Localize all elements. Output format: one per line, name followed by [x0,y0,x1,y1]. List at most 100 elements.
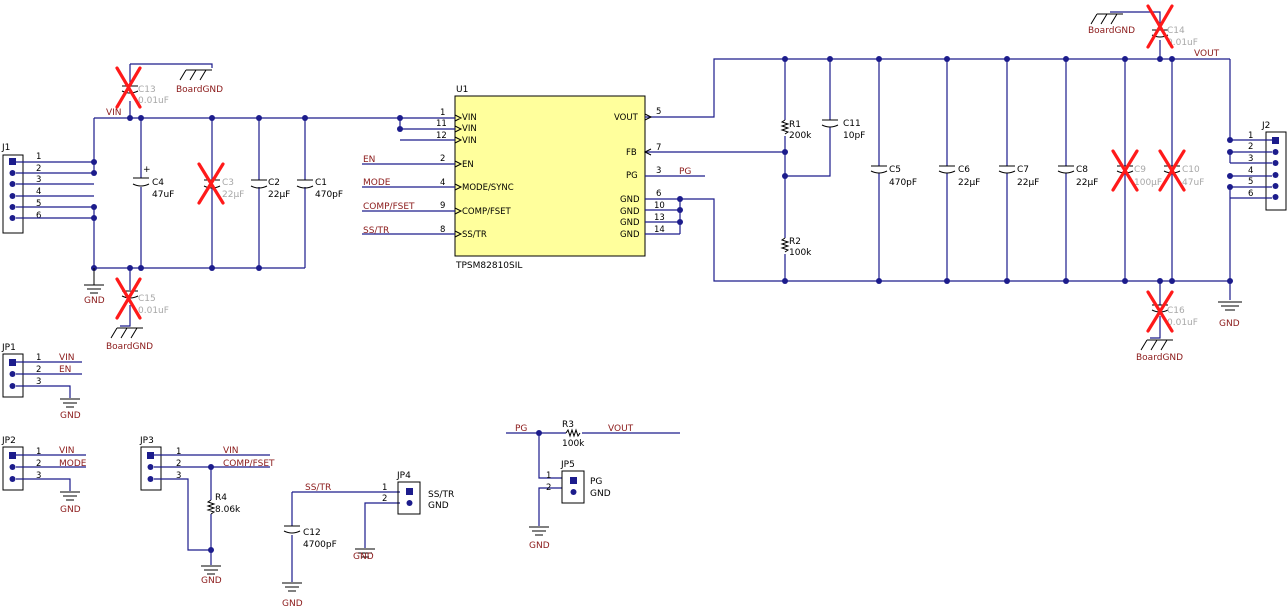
jp5-label-2: GND [590,489,611,499]
j2-pin-num: 1 [1248,131,1253,141]
c5-value: 470pF [889,178,917,188]
r3-ref: R3 [562,420,574,430]
jp1-pin-marker [9,371,16,377]
u1-pin-name: VIN [462,124,477,134]
c1-value: 470pF [315,190,343,200]
c10-value: 47uF [1182,178,1204,188]
gnd-label: GND [84,296,105,306]
net-en: EN [59,365,71,375]
junction [397,126,403,132]
jp2-pin1-square [9,452,16,459]
j2-pin-num: 6 [1248,189,1253,199]
junction [782,278,788,284]
connector-j1: J1 1 2 3 4 5 6 [1,143,94,234]
c1-ref: C1 [315,178,327,188]
net-mode: MODE [59,459,87,469]
j1-pin-num: 2 [36,164,41,174]
r2-ref: R2 [789,237,801,247]
junction [944,56,950,62]
jp5-label-1: PG [590,477,602,487]
j2-pin-num: 5 [1248,177,1253,187]
jumper-jp3: JP3 1 2 3 VIN COMP/FSET R4 8.06k GND [139,436,275,586]
gnd-label: GND [60,411,81,421]
r3-zigzag [565,428,581,438]
u1-ref: U1 [456,85,468,95]
c4-polarity: + [143,165,151,175]
junction [91,204,97,210]
u1-pin-name: MODE/SYNC [462,183,514,193]
junction [782,149,788,155]
j1-wires [16,161,94,219]
junction [397,115,403,121]
j2-pin-marker [1272,183,1279,189]
junction [256,265,262,271]
resistor-r1: R1 200k [780,59,812,176]
u1-pin-name: FB [626,148,637,158]
j1-body [2,154,24,234]
boardgnd-label: BoardGND [1088,26,1135,36]
u1-pin-num: 6 [656,189,661,199]
u1-pin-num: 7 [656,143,661,153]
u1-pin-num: 11 [436,119,447,129]
jumper-jp5: JP5 PG GND [560,460,611,504]
junction [209,115,215,121]
c12-ref: C12 [303,528,321,538]
u1-part: TPSM82810SIL [455,261,522,271]
capacitor-c13: C13 0.01uF BoardGND [115,63,223,118]
j2-pin-marker [1272,160,1279,166]
capacitor-c15: C15 0.01uF BoardGND [106,268,169,352]
junction [209,265,215,271]
j1-pin-num: 4 [36,187,41,197]
u1-pin-name: VIN [462,113,477,123]
capacitor-c14: C14 0.01uF BoardGND [1088,4,1198,59]
c13-value: 0.01uF [138,96,169,106]
gnd-label: GND [1219,319,1240,329]
j1-pin-num: 6 [36,211,41,221]
jp5-body [561,470,585,504]
jp3-pin1-square [147,452,154,459]
c16-ref: C16 [1167,306,1185,316]
net-comp: COMP/FSET [223,459,275,469]
junction [1122,56,1128,62]
jp4-label-2: GND [428,501,449,511]
r1-value: 200k [789,131,812,141]
dnp-x-mark [1111,149,1139,192]
net-vout-right: VOUT [1194,49,1220,59]
net-vin-left: VIN [106,108,122,118]
u1-pin-name: GND [620,195,640,205]
jp4-pin-num: 1 [382,483,387,493]
j1-pin-num: 1 [36,152,41,162]
net-vin: VIN [59,353,75,363]
u1-pin-name: COMP/FSET [462,207,511,217]
boardgnd-label: BoardGND [106,342,153,352]
capacitor-c9: C9 100µF [1111,59,1162,281]
j1-pin-marker [9,170,16,176]
capacitor-c6: C6 22µF [938,59,980,281]
j2-pin1-square [1272,137,1279,144]
c13-ref: C13 [138,85,156,95]
jp3-pin-marker [147,476,154,482]
u1-pin-name: EN [462,160,474,170]
boardgnd-label: BoardGND [1136,353,1183,363]
u1-pin-num: 9 [440,201,445,211]
junction [256,115,262,121]
c4-ref: C4 [152,178,164,188]
c14-value: 0.01uF [1167,38,1198,48]
net-vin: VIN [223,446,239,456]
boardgnd-label: BoardGND [176,85,223,95]
c16-value: 0.01uF [1167,318,1198,328]
jp3-pin-num: 2 [176,459,181,469]
jp1-pin-num: 3 [36,377,41,387]
c12-value: 4700pF [303,540,337,550]
junction [138,115,144,121]
j1-pin-marker [9,204,16,210]
sstr-network: SS/TR C12 4700pF GND GND 1 2 [282,483,400,609]
junction [1063,56,1069,62]
c10-ref: C10 [1182,165,1200,175]
junction [1157,56,1163,62]
r1-ref: R1 [789,120,801,130]
c3-value: 22µF [222,190,244,200]
capacitor-c7: C7 22µF [998,59,1039,281]
dnp-x-mark [1158,149,1186,192]
junction [677,196,683,202]
